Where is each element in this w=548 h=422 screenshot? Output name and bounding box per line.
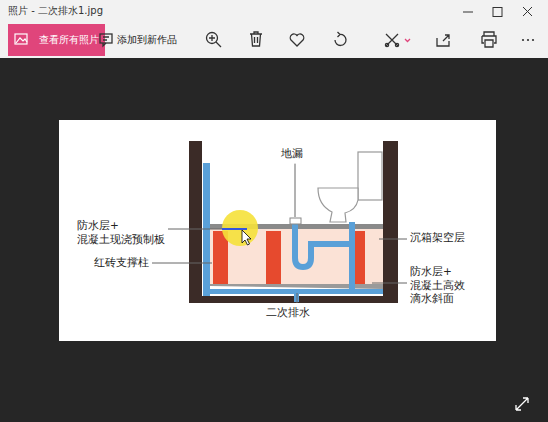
toolbar-icons bbox=[437, 35, 449, 46]
cursor-highlight bbox=[222, 210, 258, 246]
toolbar-icons bbox=[386, 34, 398, 46]
title-bar-band bbox=[0, 0, 548, 22]
floor-drain-label: 地漏 bbox=[281, 147, 303, 161]
toolbar-icons bbox=[103, 37, 109, 46]
more-icon bbox=[532, 39, 534, 41]
right-wall bbox=[383, 141, 398, 302]
toolbar-button-label: 添加到新作品 bbox=[117, 34, 177, 45]
toilet-drain-pipe bbox=[349, 222, 355, 289]
photo-canvas bbox=[59, 120, 496, 341]
dropdown-chevron bbox=[405, 39, 410, 42]
more-icon bbox=[522, 39, 524, 41]
drainage-illustration bbox=[189, 141, 398, 303]
leader-line bbox=[372, 283, 407, 284]
toolbar-icons bbox=[335, 32, 346, 45]
mouse-cursor bbox=[242, 230, 251, 245]
window-controls bbox=[463, 12, 473, 13]
toolbar-icons bbox=[482, 32, 496, 47]
toolbar-icons bbox=[250, 32, 262, 46]
button-label: 查看所有照片 bbox=[39, 34, 99, 45]
brick-pillar-label: 红砖支撑柱 bbox=[94, 256, 149, 270]
window-title: 照片 - 二次排水1.jpg bbox=[8, 5, 103, 17]
leader-line bbox=[295, 164, 296, 217]
more-icon bbox=[527, 39, 529, 41]
slope-label: 防水层+ 混凝土高效 滴水斜面 bbox=[410, 265, 465, 306]
more-icon bbox=[522, 39, 534, 41]
title-bar: 照片 - 二次排水1.jpg bbox=[0, 0, 548, 22]
toilet-bowl bbox=[318, 188, 358, 222]
toolbar-icons bbox=[100, 34, 112, 43]
leader-line bbox=[379, 239, 407, 240]
floor-slab bbox=[189, 296, 398, 303]
toolbar-icons bbox=[395, 43, 398, 46]
secondary-drain-label: 二次排水 bbox=[266, 306, 310, 320]
window-controls bbox=[493, 8, 502, 17]
brick-pillar bbox=[266, 231, 281, 284]
photo-icon bbox=[15, 34, 27, 44]
bottom-pipe bbox=[203, 289, 383, 294]
trap-pipe bbox=[295, 224, 352, 267]
leader-line bbox=[297, 293, 298, 303]
toilet-tank bbox=[358, 152, 382, 200]
photo-icon bbox=[16, 38, 27, 43]
slab-label: 防水层+ 混凝土现浇预制板 bbox=[77, 219, 165, 246]
toolbar-icons bbox=[100, 32, 496, 47]
leader-line bbox=[152, 263, 212, 264]
toolbar-icons bbox=[209, 35, 221, 47]
view-all-button: 查看所有照片 bbox=[8, 24, 105, 56]
secondary-drain-stub bbox=[294, 293, 299, 302]
toolbar-icons bbox=[290, 34, 303, 46]
window-controls bbox=[463, 7, 532, 17]
leader-line bbox=[168, 229, 222, 230]
floor-drain bbox=[290, 218, 301, 224]
selection-mark bbox=[222, 228, 247, 230]
toolbar-band bbox=[0, 22, 548, 58]
photo-icon bbox=[15, 34, 27, 44]
slope-surface bbox=[210, 284, 383, 289]
left-wall bbox=[189, 141, 202, 302]
toolbar: 查看所有照片 添加到新作品 bbox=[0, 22, 548, 58]
expand-icon bbox=[516, 398, 528, 410]
cavity-label: 沉箱架空层 bbox=[410, 231, 465, 245]
window-controls bbox=[523, 7, 532, 16]
toolbar-icons bbox=[385, 43, 388, 46]
view-all-button-fill bbox=[8, 24, 105, 56]
